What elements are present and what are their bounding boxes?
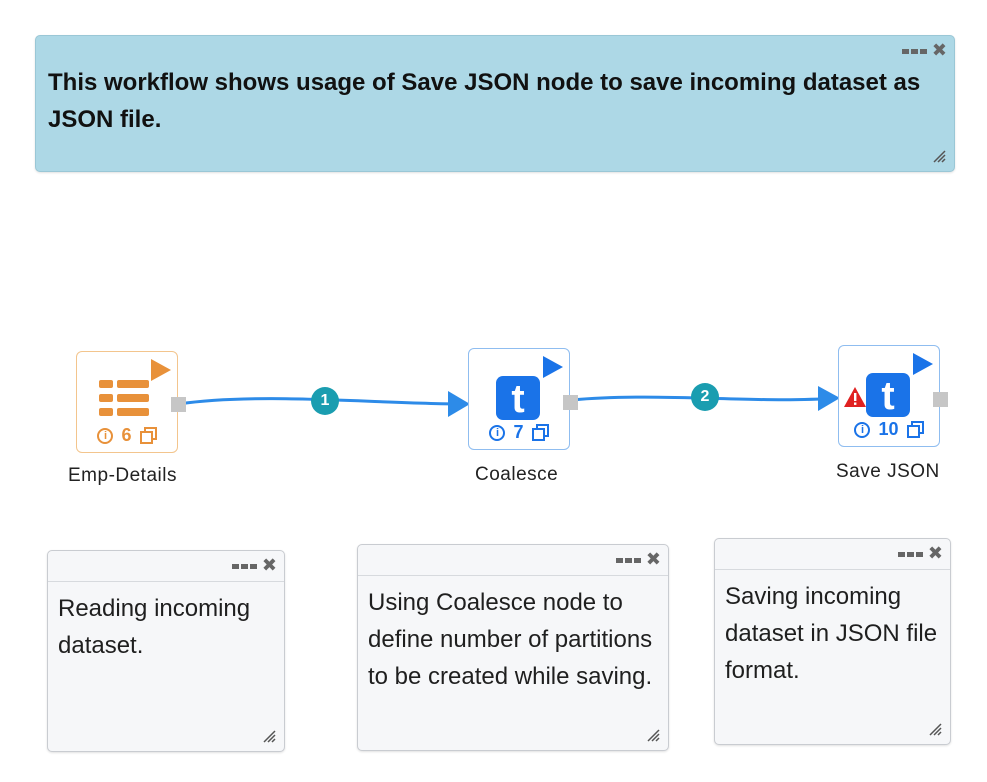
copy-icon[interactable] — [531, 424, 549, 441]
copy-icon[interactable] — [139, 427, 157, 444]
note-emp-details[interactable]: ✖ Reading incoming dataset. — [47, 550, 285, 752]
more-options-icon[interactable] — [902, 49, 927, 54]
node-label-save-json[interactable]: Save JSON — [836, 461, 940, 482]
close-icon[interactable]: ✖ — [931, 40, 947, 60]
t-logo-icon: t — [496, 376, 540, 421]
note-save-json[interactable]: ✖ Saving incoming dataset in JSON file f… — [714, 538, 951, 745]
edge-1-arrowhead — [448, 391, 470, 417]
note-text[interactable]: Saving incoming dataset in JSON file for… — [725, 583, 938, 684]
resize-grip-icon[interactable] — [262, 729, 276, 743]
node-footer: i 7 — [469, 422, 569, 443]
table-rows-icon — [99, 380, 149, 416]
node-footer: i 10 — [839, 419, 939, 440]
t-logo-icon: t — [866, 373, 910, 418]
play-icon[interactable] — [151, 359, 171, 381]
note-header[interactable]: ✖ — [48, 551, 284, 582]
workflow-description-note[interactable]: ✖ This workflow shows usage of Save JSON… — [35, 35, 955, 172]
more-options-icon[interactable] — [898, 552, 923, 557]
node-label-emp-details[interactable]: Emp-Details — [68, 465, 177, 486]
edge-2-arrowhead — [818, 386, 840, 411]
copy-icon[interactable] — [906, 421, 924, 438]
node-count: 7 — [513, 422, 524, 442]
output-port[interactable] — [933, 392, 948, 407]
resize-grip-icon[interactable] — [932, 149, 946, 163]
close-icon[interactable]: ✖ — [261, 555, 277, 575]
resize-grip-icon[interactable] — [646, 728, 660, 742]
resize-grip-icon[interactable] — [928, 722, 942, 736]
more-options-icon[interactable] — [232, 564, 257, 569]
info-icon[interactable]: i — [854, 421, 871, 438]
output-port[interactable] — [171, 397, 186, 412]
node-coalesce[interactable]: t i 7 — [468, 348, 578, 450]
node-label-coalesce[interactable]: Coalesce — [475, 464, 559, 485]
edge-1-badge[interactable]: 1 — [311, 387, 339, 415]
note-text[interactable]: This workflow shows usage of Save JSON n… — [48, 69, 921, 133]
node-footer: i 6 — [77, 425, 177, 446]
more-options-icon[interactable] — [616, 558, 641, 563]
node-count: 6 — [121, 425, 132, 445]
note-header[interactable]: ✖ — [715, 539, 950, 570]
note-header[interactable]: ✖ — [358, 545, 668, 576]
output-port[interactable] — [563, 395, 578, 410]
node-save-json[interactable]: t i 10 — [838, 345, 948, 447]
warning-triangle-icon[interactable] — [844, 387, 866, 407]
info-icon[interactable]: i — [489, 424, 506, 441]
play-icon[interactable] — [913, 353, 933, 375]
info-icon[interactable]: i — [97, 427, 114, 444]
node-emp-details[interactable]: i 6 — [76, 351, 186, 453]
note-text[interactable]: Using Coalesce node to define number of … — [368, 589, 653, 690]
note-coalesce[interactable]: ✖ Using Coalesce node to define number o… — [357, 544, 669, 751]
edge-2-badge[interactable]: 2 — [691, 383, 719, 411]
note-header[interactable]: ✖ — [36, 36, 954, 64]
close-icon[interactable]: ✖ — [645, 549, 661, 569]
play-icon[interactable] — [543, 356, 563, 378]
note-text[interactable]: Reading incoming dataset. — [58, 595, 251, 659]
node-count: 10 — [878, 419, 899, 439]
close-icon[interactable]: ✖ — [927, 543, 943, 563]
